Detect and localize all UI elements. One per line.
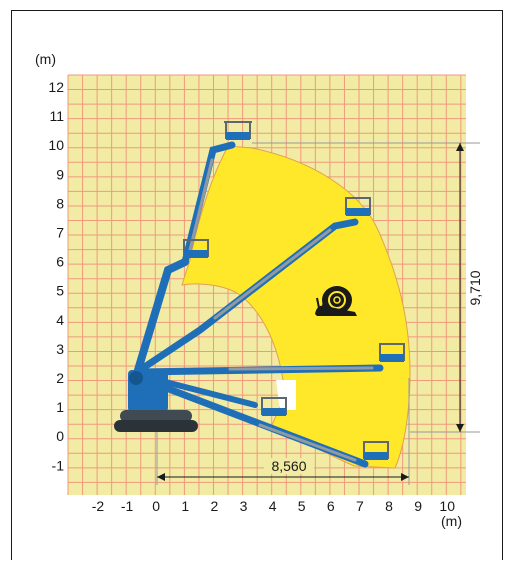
diagram-frame bbox=[11, 10, 503, 560]
y-tick-label: 1 bbox=[56, 399, 64, 415]
x-tick-label: 7 bbox=[356, 498, 364, 514]
y-tick-label: 5 bbox=[56, 283, 64, 299]
x-tick-label: 0 bbox=[152, 498, 160, 514]
x-tick-label: 3 bbox=[240, 498, 248, 514]
platform-right bbox=[379, 343, 405, 362]
y-tick-label: 11 bbox=[49, 108, 64, 124]
y-tick-label: -1 bbox=[52, 457, 65, 473]
x-axis-unit: (m) bbox=[441, 513, 462, 529]
platform-left bbox=[183, 239, 209, 258]
y-tick-label: 10 bbox=[48, 137, 64, 153]
platform-bottom bbox=[363, 441, 389, 460]
x-tick-label: 5 bbox=[298, 498, 306, 514]
boom-assembly bbox=[131, 141, 384, 468]
snail-icon bbox=[315, 286, 357, 316]
x-tick-label: -2 bbox=[92, 498, 105, 514]
y-tick-label: 0 bbox=[56, 428, 64, 444]
x-tick-label: 9 bbox=[414, 498, 422, 514]
outreach-dimension-label: 8,560 bbox=[271, 458, 306, 474]
working-envelope bbox=[181, 145, 411, 469]
y-tick-label: 12 bbox=[48, 79, 64, 95]
y-tick-label: 3 bbox=[56, 341, 64, 357]
platforms bbox=[183, 121, 405, 460]
y-tick-label: 4 bbox=[56, 312, 64, 328]
x-tick-label: -1 bbox=[121, 498, 134, 514]
x-tick-label: 8 bbox=[385, 498, 393, 514]
x-tick-label: 10 bbox=[439, 498, 455, 514]
y-tick-label: 7 bbox=[56, 225, 64, 241]
y-tick-label: 6 bbox=[56, 254, 64, 270]
x-tick-label: 4 bbox=[269, 498, 277, 514]
height-dimension-label: 9,710 bbox=[467, 270, 483, 305]
x-tick-label: 6 bbox=[327, 498, 335, 514]
y-tick-label: 2 bbox=[56, 370, 64, 386]
platform-top bbox=[224, 121, 252, 140]
y-tick-label: 8 bbox=[56, 195, 64, 211]
x-tick-label: 1 bbox=[181, 498, 189, 514]
x-tick-label: 2 bbox=[211, 498, 219, 514]
height-dimension: 9,710 bbox=[252, 142, 483, 433]
platform-upper-right bbox=[345, 197, 371, 216]
outreach-dimension: 8,560 bbox=[156, 378, 410, 485]
envelope-gap bbox=[276, 380, 296, 410]
platform-low bbox=[261, 397, 287, 416]
x-axis-ticks: -2 -1 0 1 2 3 4 5 6 7 8 9 10 bbox=[92, 498, 455, 514]
y-axis-unit: (m) bbox=[35, 51, 56, 67]
y-tick-label: 9 bbox=[56, 166, 64, 182]
machine-base bbox=[114, 370, 198, 432]
